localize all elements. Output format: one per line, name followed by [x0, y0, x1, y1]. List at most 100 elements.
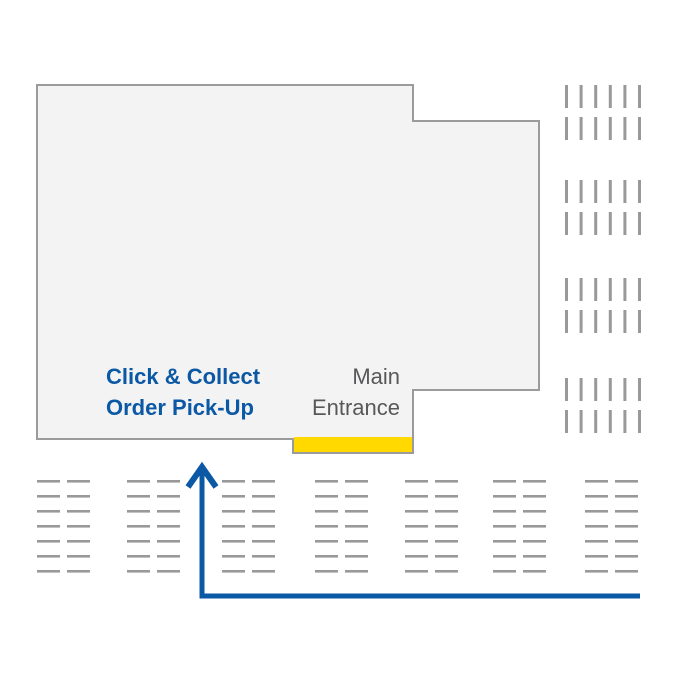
parking-space-dash — [565, 378, 568, 401]
parking-space-dash — [623, 378, 627, 401]
parking-space-dash — [435, 510, 458, 513]
parking-space-dash — [252, 480, 275, 483]
parking-space-dash — [565, 410, 568, 433]
parking-space-dash — [623, 85, 627, 108]
parking-space-dash — [565, 117, 568, 140]
parking-space-dash — [37, 510, 60, 513]
parking-space-dash — [435, 525, 458, 528]
parking-space-dash — [157, 555, 180, 558]
route-arrow-head — [185, 461, 219, 489]
parking-space-dash — [222, 510, 245, 513]
parking-space-dash — [615, 510, 638, 513]
parking-space-dash — [222, 555, 245, 558]
parking-space-dash — [594, 278, 598, 301]
parking-space-dash — [493, 510, 516, 513]
parking-space-dash — [157, 525, 180, 528]
parking-space-dash — [315, 510, 338, 513]
parking-space-dash — [435, 570, 458, 573]
parking-space-dash — [345, 495, 368, 498]
parking-space-dash — [435, 495, 458, 498]
parking-space-dash — [594, 117, 598, 140]
parking-space-dash — [493, 525, 516, 528]
parking-space-dash — [345, 480, 368, 483]
parking-space-dash — [127, 480, 150, 483]
parking-space-dash — [615, 480, 638, 483]
parking-space-dash — [405, 540, 428, 543]
parking-space-dash — [435, 555, 458, 558]
parking-space-dash — [67, 555, 90, 558]
click-collect-label: Click & Collect Order Pick-Up — [106, 361, 260, 423]
parking-space-dash — [623, 278, 627, 301]
parking-space-dash — [222, 540, 245, 543]
parking-space-dash — [493, 495, 516, 498]
parking-space-dash — [623, 180, 627, 203]
parking-space-dash — [594, 410, 598, 433]
parking-space-dash — [493, 570, 516, 573]
parking-space-dash — [594, 378, 598, 401]
parking-lot-right — [565, 85, 641, 433]
parking-space-dash — [127, 570, 150, 573]
parking-space-dash — [435, 480, 458, 483]
parking-space-dash — [608, 85, 612, 108]
parking-space-dash — [222, 570, 245, 573]
parking-space-dash — [157, 480, 180, 483]
parking-space-dash — [608, 278, 612, 301]
main-entrance-label: Main Entrance — [250, 361, 400, 423]
parking-space-dash — [37, 555, 60, 558]
parking-space-dash — [623, 310, 627, 333]
parking-space-dash — [565, 212, 568, 235]
parking-space-dash — [585, 480, 608, 483]
parking-space-dash — [493, 555, 516, 558]
parking-space-dash — [252, 510, 275, 513]
parking-space-dash — [315, 480, 338, 483]
parking-space-dash — [37, 525, 60, 528]
parking-space-dash — [638, 378, 641, 401]
parking-space-dash — [37, 480, 60, 483]
parking-space-dash — [493, 480, 516, 483]
parking-space-dash — [405, 510, 428, 513]
parking-space-dash — [623, 117, 627, 140]
parking-space-dash — [345, 540, 368, 543]
parking-space-dash — [579, 278, 583, 301]
parking-space-dash — [585, 525, 608, 528]
parking-space-dash — [638, 212, 641, 235]
parking-space-dash — [638, 117, 641, 140]
parking-space-dash — [345, 510, 368, 513]
parking-space-dash — [315, 525, 338, 528]
parking-space-dash — [615, 495, 638, 498]
parking-space-dash — [615, 555, 638, 558]
parking-space-dash — [222, 495, 245, 498]
parking-space-dash — [565, 310, 568, 333]
parking-space-dash — [615, 540, 638, 543]
parking-space-dash — [594, 310, 598, 333]
parking-space-dash — [67, 510, 90, 513]
parking-space-dash — [638, 310, 641, 333]
parking-space-dash — [315, 570, 338, 573]
parking-space-dash — [523, 540, 546, 543]
building-outline — [36, 84, 540, 454]
parking-space-dash — [127, 540, 150, 543]
parking-space-dash — [585, 495, 608, 498]
parking-space-dash — [127, 495, 150, 498]
parking-space-dash — [585, 510, 608, 513]
parking-space-dash — [608, 180, 612, 203]
main-entrance-label-line2: Entrance — [311, 395, 400, 420]
parking-space-dash — [252, 540, 275, 543]
parking-space-dash — [638, 410, 641, 433]
parking-space-dash — [523, 495, 546, 498]
parking-space-dash — [252, 555, 275, 558]
parking-space-dash — [222, 480, 245, 483]
main-entrance-label-line1: Main — [352, 364, 400, 389]
parking-space-dash — [608, 410, 612, 433]
parking-space-dash — [523, 555, 546, 558]
parking-space-dash — [579, 310, 583, 333]
parking-space-dash — [315, 495, 338, 498]
parking-space-dash — [315, 555, 338, 558]
parking-space-dash — [594, 180, 598, 203]
parking-space-dash — [252, 525, 275, 528]
parking-space-dash — [127, 510, 150, 513]
parking-space-dash — [405, 570, 428, 573]
parking-space-dash — [565, 278, 568, 301]
parking-space-dash — [615, 525, 638, 528]
